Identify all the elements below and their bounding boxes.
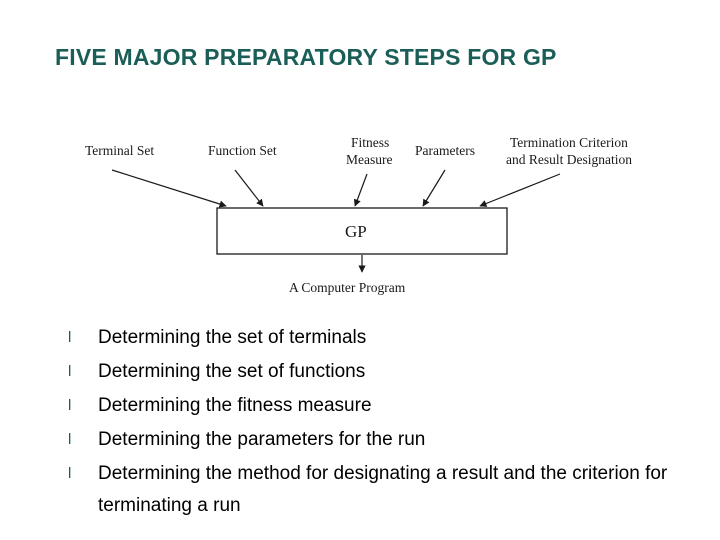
bullet-marker-icon: l: [68, 397, 72, 414]
list-item-label: Determining the set of functions: [98, 361, 366, 382]
diagram-label-computer-program: A Computer Program: [289, 280, 406, 295]
arrow-function-set: [234, 169, 264, 207]
diagram-label-fitness-line2: Measure: [346, 152, 392, 167]
arrow-parameters: [422, 169, 446, 207]
bullet-marker-icon: l: [68, 363, 72, 380]
list-item-label: Determining the method for designating a…: [98, 463, 668, 516]
bullet-marker-icon: l: [68, 431, 72, 448]
diagram-label-termination-line1: Termination Criterion: [510, 135, 628, 150]
diagram-process-box: [216, 207, 508, 255]
diagram-label-function-set: Function Set: [208, 143, 277, 158]
bullet-list: l Determining the set of terminals l Det…: [60, 322, 670, 524]
diagram-label-terminal-set: Terminal Set: [85, 143, 154, 158]
list-item: l Determining the fitness measure: [60, 390, 670, 422]
page-title: FIVE MAJOR PREPARATORY STEPS FOR GP: [55, 44, 557, 70]
diagram-label-gp: GP: [345, 222, 367, 241]
list-item: l Determining the set of functions: [60, 356, 670, 388]
list-item: l Determining the set of terminals: [60, 322, 670, 354]
arrow-fitness-measure: [353, 173, 368, 207]
list-item-label: Determining the parameters for the run: [98, 429, 426, 450]
diagram-label-parameters: Parameters: [415, 143, 475, 158]
arrow-termination-criterion: [479, 173, 561, 207]
list-item-label: Determining the fitness measure: [98, 395, 372, 416]
list-item-label: Determining the set of terminals: [98, 327, 367, 348]
bullet-marker-icon: l: [68, 465, 72, 482]
arrow-terminal-set: [111, 169, 227, 208]
list-item: l Determining the parameters for the run: [60, 424, 670, 456]
bullet-marker-icon: l: [68, 329, 72, 346]
diagram-label-fitness-line1: Fitness: [351, 135, 389, 150]
diagram-label-termination-line2: and Result Designation: [506, 152, 632, 167]
list-item: l Determining the method for designating…: [60, 458, 670, 522]
gp-flow-diagram: Terminal Set Function Set Fitness Measur…: [60, 128, 660, 308]
